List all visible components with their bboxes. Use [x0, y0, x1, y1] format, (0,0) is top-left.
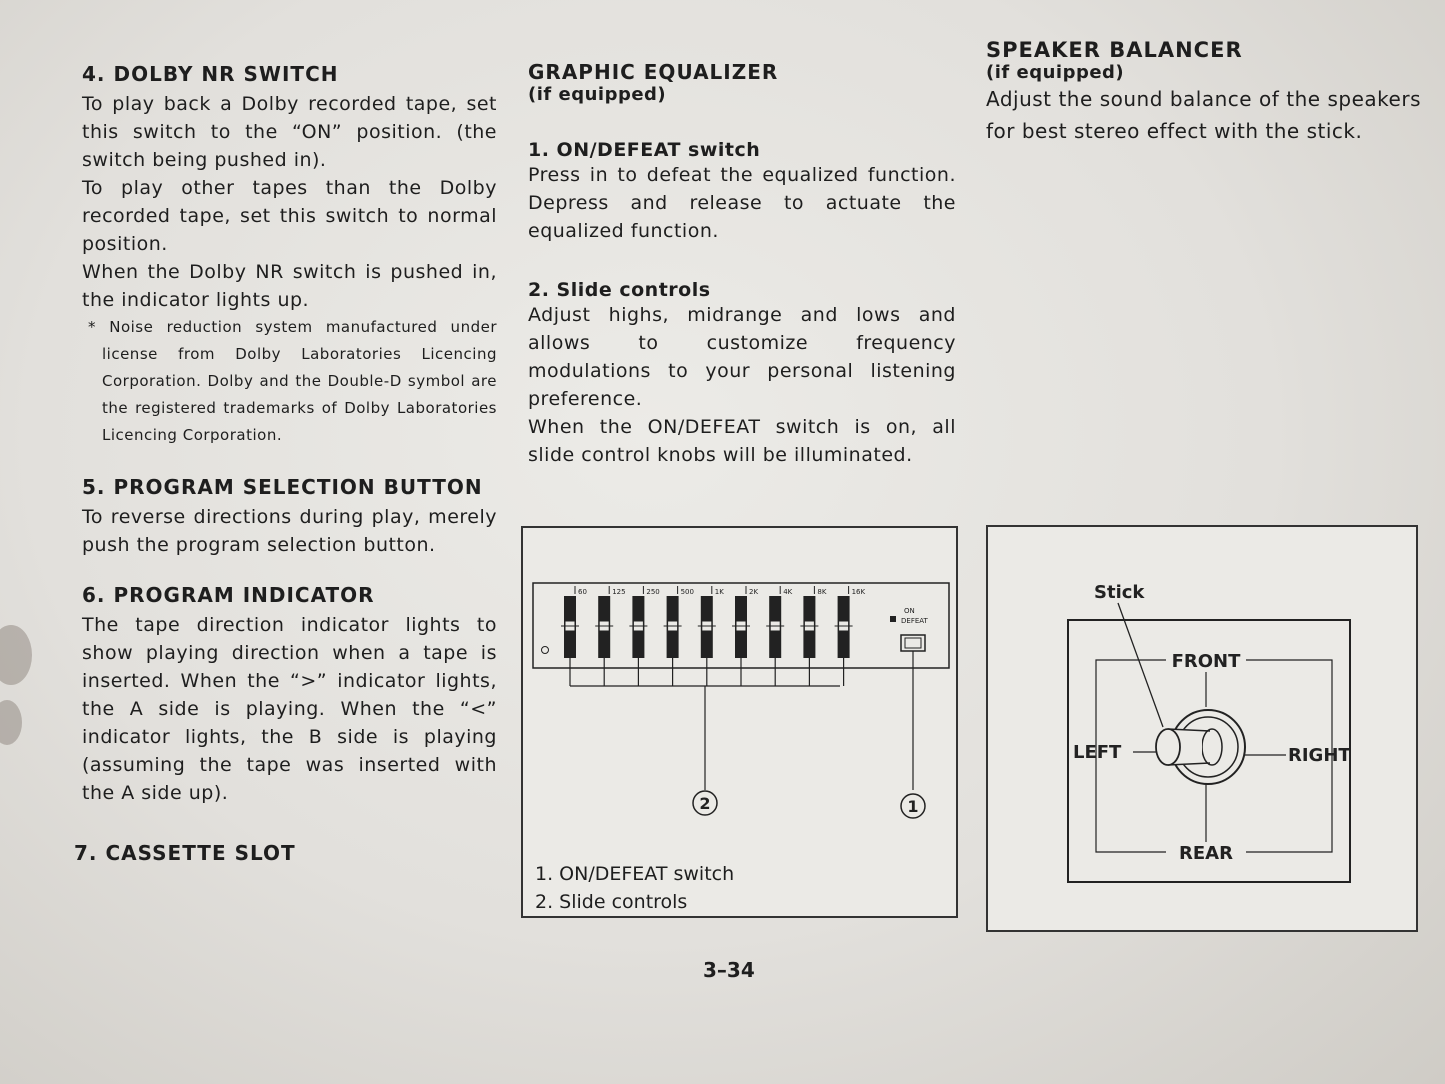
band-label: 250	[646, 588, 659, 596]
switch-defeat-label: DEFEAT	[901, 617, 929, 625]
band-label: 4K	[783, 588, 792, 596]
bracket-right	[1246, 659, 1333, 853]
callout-1-circle	[900, 793, 926, 819]
right-label: RIGHT	[1288, 745, 1351, 766]
column-right: SPEAKER BALANCER (if equipped) Adjust th…	[986, 38, 1421, 147]
balancer-para: Adjust the sound balance of the speakers…	[986, 87, 1421, 143]
slider-control: 4K	[766, 586, 793, 686]
section-5-title: 5. PROGRAM SELECTION BUTTON	[82, 475, 483, 499]
slider-control: 2K	[732, 586, 758, 686]
balancer-outer-frame	[1067, 619, 1351, 883]
stick-label: Stick	[1094, 582, 1145, 603]
stick-shaft-bottom	[1167, 762, 1211, 766]
section-5-para: To reverse directions during play, merel…	[82, 506, 497, 556]
rear-label: REAR	[1179, 843, 1233, 864]
slider-control: 250	[629, 586, 660, 686]
front-label: FRONT	[1172, 651, 1242, 672]
left-label: LEFT	[1073, 742, 1122, 763]
legend-item-1: 1. ON/DEFEAT switch	[535, 863, 734, 885]
section-4-para-3: When the Dolby NR switch is pushed in, t…	[82, 261, 497, 311]
stick-knob	[1155, 728, 1181, 766]
slider-control: 1K	[697, 586, 724, 686]
equalizer-title: GRAPHIC EQUALIZER	[528, 60, 779, 84]
page-number: 3–34	[703, 958, 755, 982]
band-label: 60	[578, 588, 587, 596]
callout-1-number: 1	[907, 797, 918, 816]
section-6-para: The tape direction indicator lights to s…	[82, 614, 497, 804]
band-label: 125	[612, 588, 625, 596]
slider-control: 16K	[834, 586, 866, 686]
section-7-title: 7. CASSETTE SLOT	[74, 841, 296, 865]
balancer-diagram: Stick FRONT REAR LEFT RIGHT	[1067, 582, 1351, 883]
item-2-para-1: Adjust highs, midrange and lows and allo…	[528, 304, 956, 410]
item-2-title: 2. Slide controls	[528, 279, 711, 301]
on-defeat-switch-inner	[904, 637, 922, 649]
band-label: 16K	[852, 588, 866, 596]
column-middle: GRAPHIC EQUALIZER (if equipped) 1. ON/DE…	[528, 60, 956, 469]
balancer-subtitle: (if equipped)	[986, 62, 1125, 83]
item-2-para-2: When the ON/DEFEAT switch is on, all sli…	[528, 416, 956, 466]
balancer-title: SPEAKER BALANCER	[986, 38, 1243, 62]
section-6-title: 6. PROGRAM INDICATOR	[82, 583, 375, 607]
callout-2-number: 2	[699, 794, 710, 813]
equalizer-diagram: 60 125 250 500 1K 2K 4K 8K 16K ON DEFEAT 2 1 1. …	[532, 582, 950, 913]
section-4-title: 4. DOLBY NR SWITCH	[82, 62, 339, 86]
switch-on-label: ON	[904, 607, 915, 615]
legend-item-2: 2. Slide controls	[535, 891, 687, 913]
item-1-para: Press in to defeat the equalized functio…	[528, 164, 956, 242]
band-label: 500	[681, 588, 694, 596]
stick-leader	[1117, 602, 1164, 728]
slider-control: 125	[595, 586, 626, 686]
stick-pivot	[1201, 728, 1223, 766]
panel-led	[541, 646, 549, 654]
slider-control: 60	[561, 586, 587, 686]
page-stain	[0, 625, 32, 685]
band-label: 8K	[817, 588, 826, 596]
balancer-figure: Stick FRONT REAR LEFT RIGHT	[986, 525, 1418, 932]
bracket-left	[1095, 659, 1166, 853]
section-4-para-1: To play back a Dolby recorded tape, set …	[82, 93, 497, 171]
switch-indicator	[890, 616, 896, 622]
stick-shaft-top	[1167, 728, 1211, 732]
item-1-title: 1. ON/DEFEAT switch	[528, 139, 761, 161]
equalizer-figure: 60 125 250 500 1K 2K 4K 8K 16K ON DEFEAT 2 1 1. …	[521, 526, 958, 918]
slider-control: 8K	[800, 586, 827, 686]
slider-group: 60 125 250 500 1K 2K 4K 8K 16K	[561, 586, 866, 686]
band-label: 2K	[749, 588, 758, 596]
column-left: 4. DOLBY NR SWITCH To play back a Dolby …	[74, 62, 497, 869]
band-label: 1K	[715, 588, 724, 596]
section-4-footnote: * Noise reduction system manufactured un…	[88, 318, 497, 444]
equalizer-subtitle: (if equipped)	[528, 84, 667, 105]
callout-2-circle	[692, 790, 718, 816]
slider-control: 500	[663, 586, 694, 686]
page-stain	[0, 700, 22, 745]
section-4-para-2: To play other tapes than the Dolby recor…	[82, 177, 497, 255]
